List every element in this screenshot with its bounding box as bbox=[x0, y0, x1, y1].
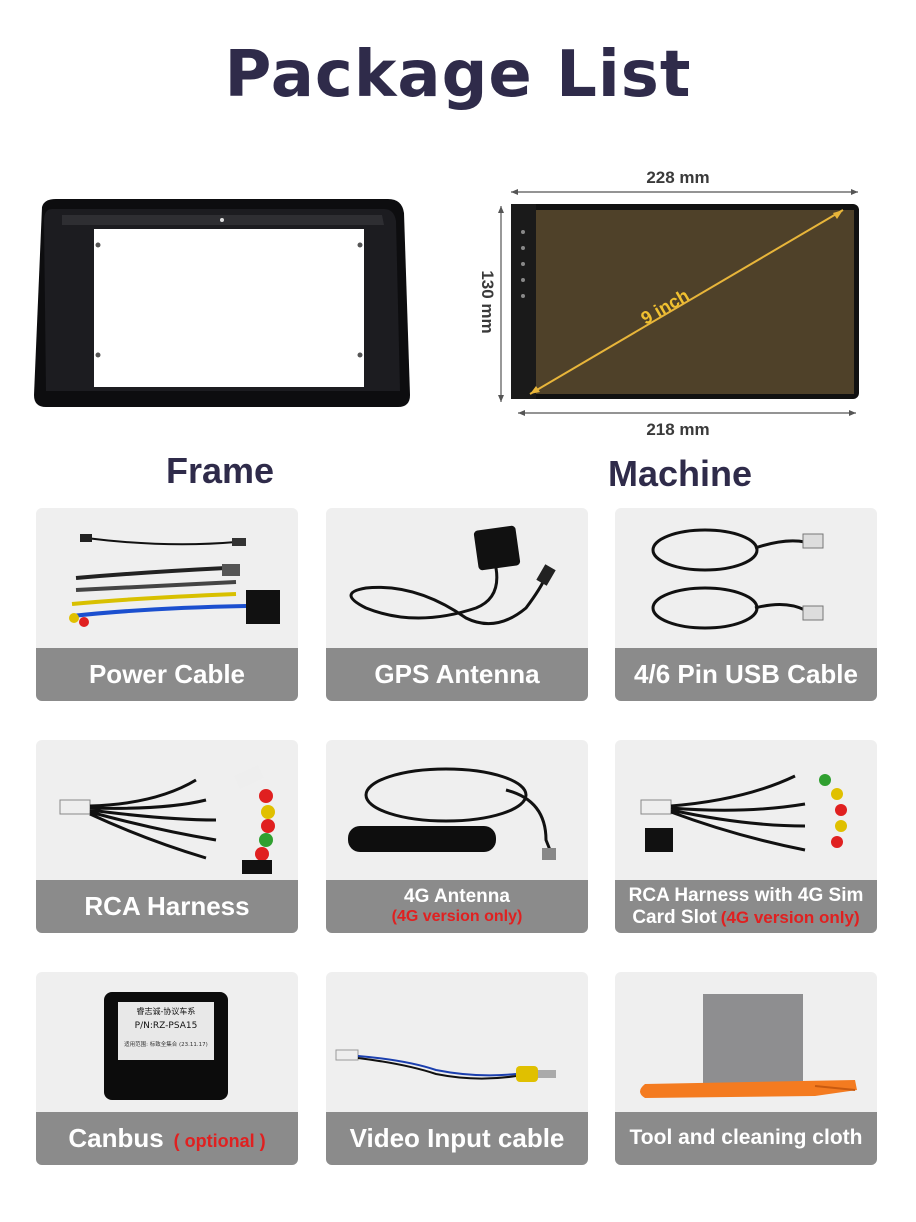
machine-diagram: 228 mm 130 mm 9 inch 218 mm bbox=[478, 168, 859, 439]
item-card-usb-cable: 4/6 Pin USB Cable bbox=[615, 508, 877, 701]
height-text: 130 mm bbox=[478, 270, 497, 333]
item-label-line2: Card Slot bbox=[632, 906, 717, 928]
item-card-video-input-cable: Video Input cable bbox=[326, 972, 588, 1165]
frame-image bbox=[34, 199, 410, 407]
item-card-rca-harness-4g: RCA Harness with 4G Sim Card Slot (4G ve… bbox=[615, 740, 877, 933]
item-label: Tool and cleaning cloth bbox=[629, 1126, 863, 1150]
canbus-device-text-3: 适用范围: 标致全集合 (23.11.17) bbox=[124, 1040, 208, 1048]
gps-antenna-image bbox=[349, 525, 556, 626]
item-label: Power Cable bbox=[88, 658, 246, 689]
rca-harness-image bbox=[59, 765, 275, 874]
item-label: GPS Antenna bbox=[374, 658, 540, 689]
item-card-power-cable: Power Cable bbox=[36, 508, 298, 701]
4g-antenna-image bbox=[348, 767, 556, 860]
frame-label: Frame bbox=[166, 450, 275, 491]
item-label: Video Input cable bbox=[349, 1122, 565, 1153]
canbus-device-text-1: 睿志诚-协议车系 bbox=[137, 1006, 196, 1016]
item-label: 4/6 Pin USB Cable bbox=[634, 658, 858, 689]
item-label: RCA Harness bbox=[84, 890, 250, 921]
canbus-image: 睿志诚-协议车系 P/N:RZ-PSA15 适用范围: 标致全集合 (23.11… bbox=[104, 992, 228, 1100]
item-note: (4G version only) bbox=[720, 907, 860, 927]
width-top-text: 228 mm bbox=[646, 168, 709, 187]
tool-cloth-image bbox=[640, 994, 857, 1098]
item-note: ( optional ) bbox=[173, 1130, 266, 1151]
item-card-gps-antenna: GPS Antenna bbox=[326, 508, 588, 701]
page-title: Package List bbox=[224, 38, 692, 112]
item-label-line1: RCA Harness with 4G Sim bbox=[628, 884, 864, 906]
item-card-tool-cloth: Tool and cleaning cloth bbox=[615, 972, 877, 1165]
machine-label: Machine bbox=[608, 453, 753, 494]
canbus-device-text-2: P/N:RZ-PSA15 bbox=[135, 1021, 198, 1031]
width-bottom-text: 218 mm bbox=[646, 420, 709, 439]
item-card-rca-harness: RCA Harness bbox=[36, 740, 298, 933]
video-input-cable-image bbox=[335, 1049, 556, 1082]
item-note: (4G version only) bbox=[391, 908, 523, 926]
power-cable-image bbox=[69, 534, 280, 627]
item-card-4g-antenna: 4G Antenna (4G version only) bbox=[326, 740, 588, 933]
item-label: 4G Antenna bbox=[404, 886, 510, 908]
item-card-canbus: 睿志诚-协议车系 P/N:RZ-PSA15 适用范围: 标致全集合 (23.11… bbox=[36, 972, 298, 1165]
rca-harness-4g-image bbox=[640, 774, 847, 852]
usb-cable-image bbox=[651, 528, 824, 630]
item-label: Canbus bbox=[68, 1122, 164, 1153]
